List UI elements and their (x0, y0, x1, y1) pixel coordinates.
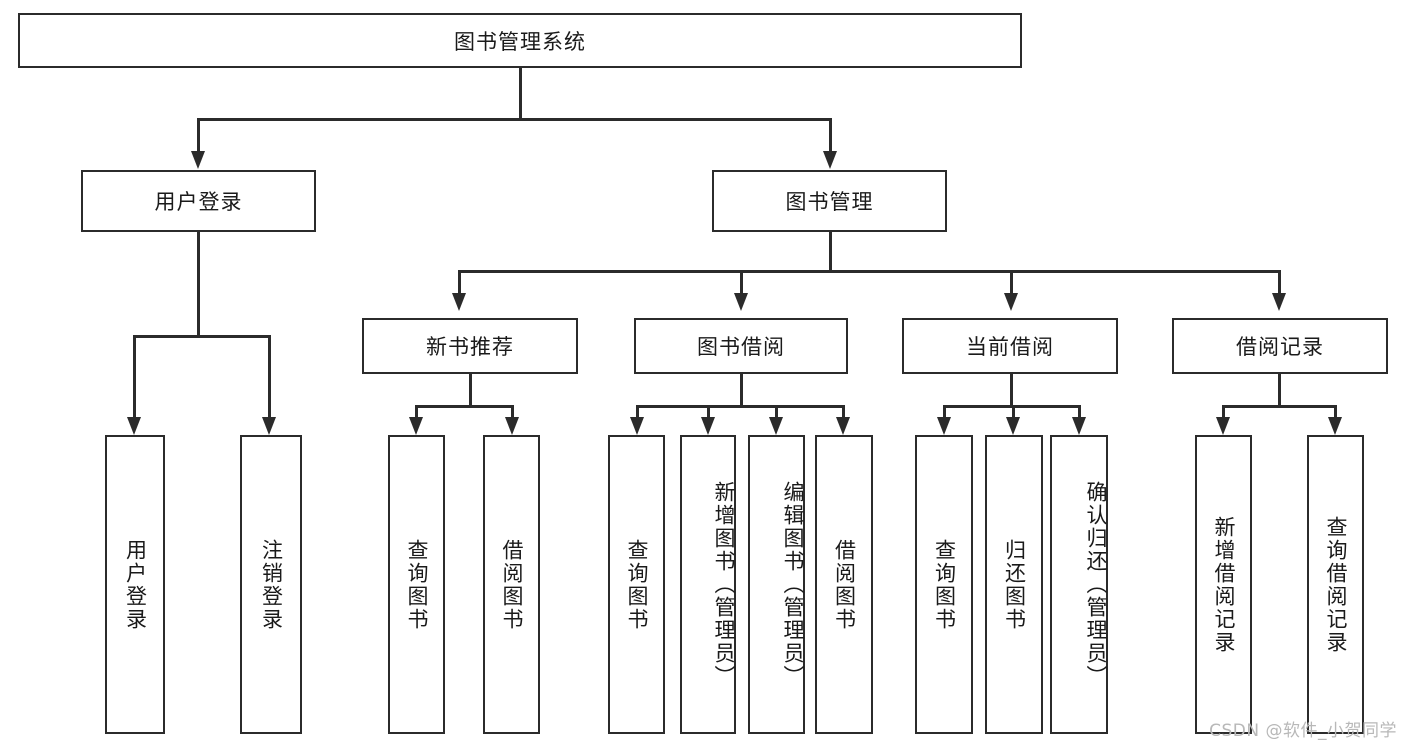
arrow-to-leaf-bb-3 (769, 417, 783, 435)
node-new-book-recommend[interactable]: 新书推荐 (362, 318, 578, 374)
node-label: 注销登录 (259, 538, 284, 631)
arrow-to-book-borrow (734, 293, 748, 311)
node-book-borrow[interactable]: 图书借阅 (634, 318, 848, 374)
edge-drop-nbr-2 (511, 405, 514, 419)
arrow-to-book-management (823, 151, 837, 169)
edge-drop-level3-1 (458, 270, 461, 295)
arrow-to-leaf-cb-1 (937, 417, 951, 435)
node-book-management[interactable]: 图书管理 (712, 170, 947, 232)
edge-drop-cb-2 (1012, 405, 1015, 419)
node-borrow-record[interactable]: 借阅记录 (1172, 318, 1388, 374)
edge-trunk-current-borrow (1010, 374, 1013, 407)
node-label: 新书推荐 (426, 335, 514, 359)
node-label: 查询图书 (932, 538, 957, 631)
edge-bus-book-borrow (636, 405, 844, 408)
node-label: 图书借阅 (697, 335, 785, 359)
node-label: 借阅图书 (832, 538, 857, 631)
arrow-to-leaf-cb-2 (1006, 417, 1020, 435)
edge-bus-borrow-record (1222, 405, 1336, 408)
arrow-to-leaf-br-2 (1328, 417, 1342, 435)
leaf-current-borrow-1[interactable]: 归还图书 (985, 435, 1043, 734)
arrow-to-leaf-bb-4 (836, 417, 850, 435)
edge-trunk-new-book-recommend (469, 374, 472, 407)
edge-level2-bus (197, 118, 832, 121)
node-label: 新增借阅记录 (1212, 515, 1236, 654)
node-label: 新增图书（管理员） (712, 481, 736, 688)
edge-bus-user-login (133, 335, 270, 338)
arrow-to-new-book-recommend (452, 293, 466, 311)
leaf-book-borrow-0[interactable]: 查询图书 (608, 435, 665, 734)
node-root-book-management-system[interactable]: 图书管理系统 (18, 13, 1022, 68)
leaf-user-login-1[interactable]: 注销登录 (240, 435, 302, 734)
edge-trunk-book-borrow (740, 374, 743, 407)
edge-drop-level3-2 (740, 270, 743, 295)
node-label: 借阅图书 (500, 538, 524, 631)
leaf-book-borrow-3[interactable]: 借阅图书 (815, 435, 873, 734)
arrow-to-leaf-cb-3 (1072, 417, 1086, 435)
arrow-to-leaf-user-login-2 (262, 417, 276, 435)
edge-trunk-borrow-record (1278, 374, 1281, 407)
node-label: 用户登录 (123, 538, 148, 631)
arrow-to-leaf-nbr-1 (409, 417, 423, 435)
edge-trunk-book-management (829, 232, 832, 272)
leaf-new-book-recommend-1[interactable]: 借阅图书 (483, 435, 540, 734)
node-label: 编辑图书（管理员） (781, 481, 805, 688)
node-label: 当前借阅 (966, 335, 1054, 359)
edge-bus-level3 (458, 270, 1280, 273)
arrow-to-leaf-user-login-1 (127, 417, 141, 435)
arrow-to-current-borrow (1004, 293, 1018, 311)
arrow-to-leaf-bb-1 (630, 417, 644, 435)
edge-bus-current-borrow (943, 405, 1080, 408)
node-label: 借阅记录 (1236, 335, 1324, 359)
edge-drop-book-management (829, 118, 832, 153)
leaf-current-borrow-2[interactable]: 确认归还（管理员） (1050, 435, 1108, 734)
edge-drop-level3-3 (1010, 270, 1013, 295)
edge-trunk-user-login (197, 232, 200, 337)
node-label: 用户登录 (154, 190, 243, 214)
leaf-borrow-record-1[interactable]: 查询借阅记录 (1307, 435, 1364, 734)
edge-drop-level3-4 (1278, 270, 1281, 295)
edge-drop-leaf-user-login-2 (268, 335, 271, 419)
edge-drop-bb-3 (775, 405, 778, 419)
leaf-borrow-record-0[interactable]: 新增借阅记录 (1195, 435, 1252, 734)
node-label: 查询借阅记录 (1324, 515, 1348, 654)
edge-drop-user-login (197, 118, 200, 153)
node-label: 查询图书 (625, 538, 649, 631)
arrow-to-leaf-br-1 (1216, 417, 1230, 435)
node-label: 图书管理系统 (454, 29, 586, 54)
arrow-to-user-login (191, 151, 205, 169)
node-label: 图书管理 (785, 190, 874, 214)
edge-drop-br-2 (1334, 405, 1337, 419)
edge-drop-br-1 (1222, 405, 1225, 419)
leaf-user-login-0[interactable]: 用户登录 (105, 435, 165, 734)
edge-bus-new-book-recommend (415, 405, 513, 408)
edge-drop-bb-2 (707, 405, 710, 419)
node-label: 查询图书 (405, 538, 429, 631)
edge-root-trunk (519, 68, 522, 120)
node-label: 归还图书 (1002, 538, 1027, 631)
node-user-login[interactable]: 用户登录 (81, 170, 316, 232)
leaf-book-borrow-2[interactable]: 编辑图书（管理员） (748, 435, 805, 734)
leaf-new-book-recommend-0[interactable]: 查询图书 (388, 435, 445, 734)
edge-drop-bb-4 (842, 405, 845, 419)
edge-drop-leaf-user-login-1 (133, 335, 136, 419)
arrow-to-leaf-bb-2 (701, 417, 715, 435)
node-current-borrow[interactable]: 当前借阅 (902, 318, 1118, 374)
edge-drop-nbr-1 (415, 405, 418, 419)
edge-drop-cb-1 (943, 405, 946, 419)
edge-drop-cb-3 (1078, 405, 1081, 419)
arrow-to-borrow-record (1272, 293, 1286, 311)
edge-drop-bb-1 (636, 405, 639, 419)
arrow-to-leaf-nbr-2 (505, 417, 519, 435)
leaf-current-borrow-0[interactable]: 查询图书 (915, 435, 973, 734)
csdn-watermark: CSDN @软件_小贺同学 (1209, 721, 1397, 741)
leaf-book-borrow-1[interactable]: 新增图书（管理员） (680, 435, 736, 734)
node-label: 确认归还（管理员） (1084, 481, 1108, 688)
